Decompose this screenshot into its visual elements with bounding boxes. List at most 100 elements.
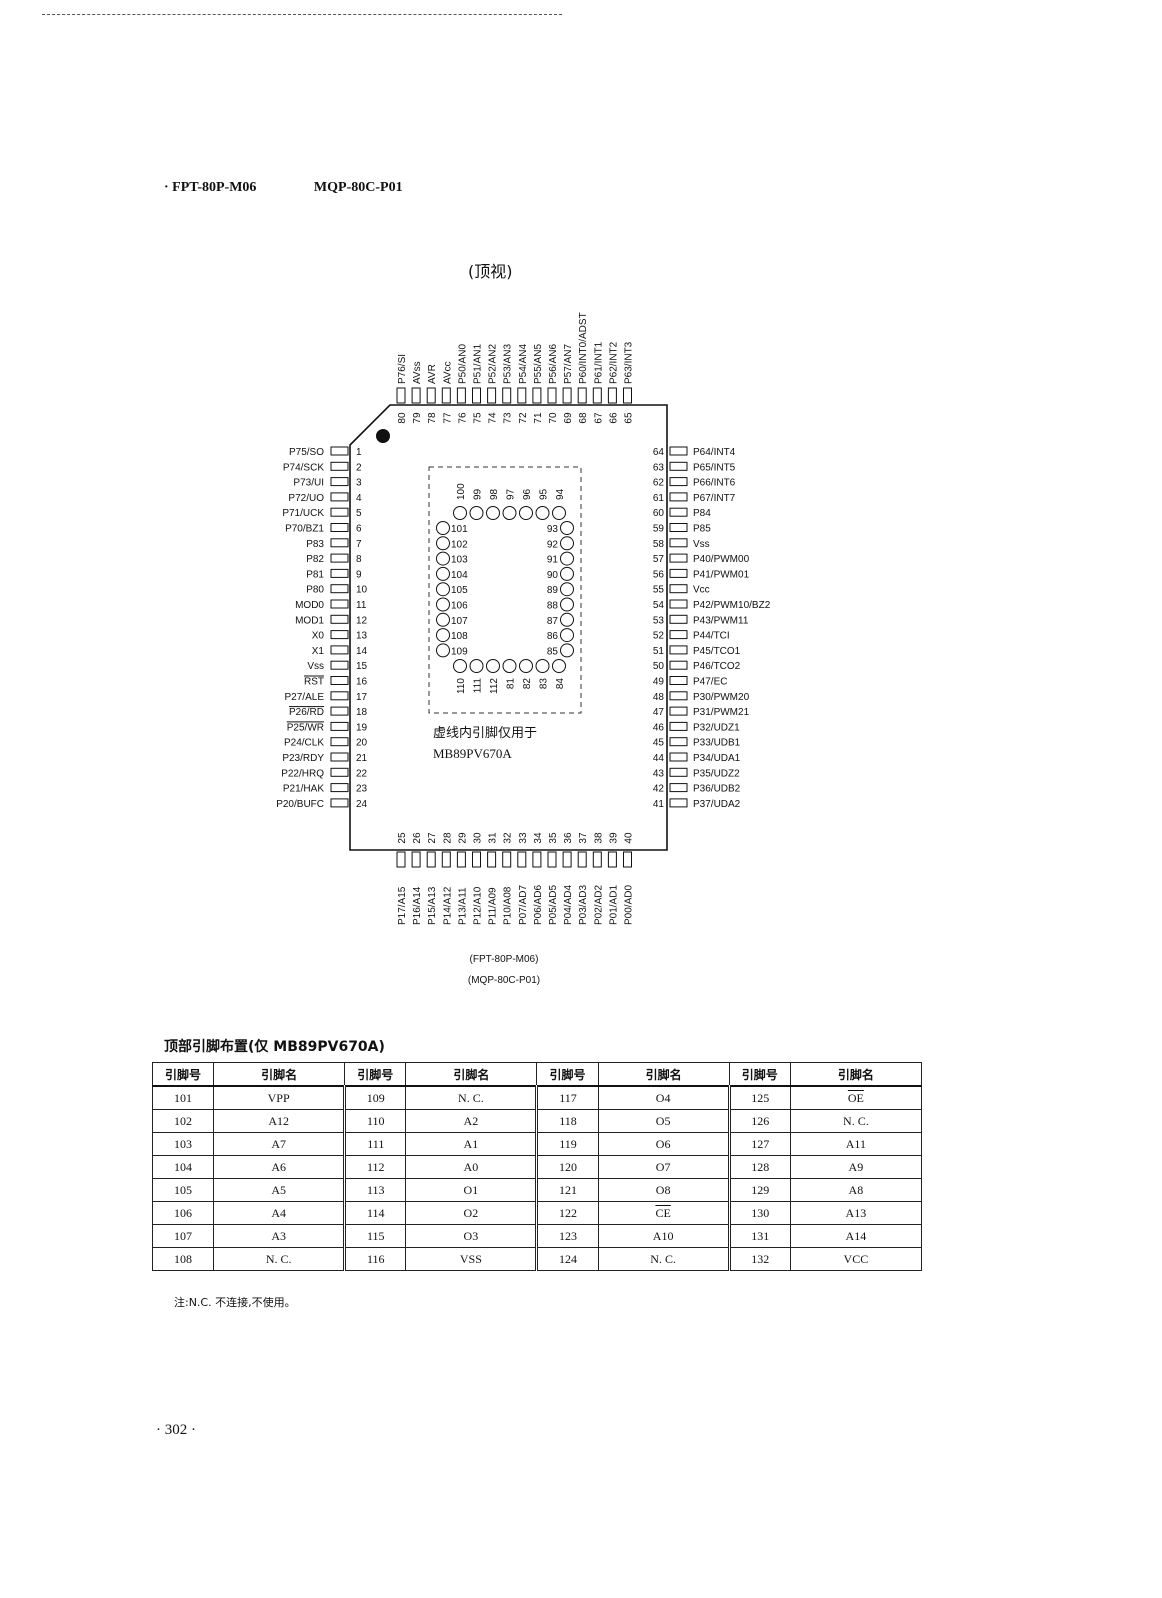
bottom-pin-number: 25 <box>397 832 408 844</box>
top-pin-number: 68 <box>578 412 589 424</box>
pin-name-cell: VCC <box>789 1247 923 1271</box>
pin-number-cell: 128 <box>727 1155 791 1179</box>
package-name-left: FPT-80P-M06 <box>172 180 257 195</box>
left-pin-number: 15 <box>356 661 368 672</box>
bottom-pin-label: P06/AD6 <box>533 885 544 925</box>
right-pin-label: P37/UDA2 <box>693 799 741 810</box>
top-pin-label: AVss <box>412 361 423 384</box>
top-pin-label: P56/AN6 <box>548 344 559 384</box>
pin-number-cell: 130 <box>727 1201 791 1225</box>
inner-pad-number: 107 <box>451 616 468 627</box>
right-pin-label: P41/PWM01 <box>693 569 750 580</box>
left-pin-number: 10 <box>356 585 368 596</box>
top-pin-number: 75 <box>473 412 484 424</box>
inner-pad-number: 105 <box>451 585 468 596</box>
bottom-pin-35 <box>547 851 557 868</box>
left-pin-number: 2 <box>356 462 362 473</box>
left-pin-number: 18 <box>356 707 368 718</box>
right-pin-number: 59 <box>653 524 665 535</box>
left-pin-3 <box>330 477 349 487</box>
right-pin-49 <box>669 676 688 685</box>
inner-pad-97 <box>502 506 517 520</box>
pin-number-cell: 115 <box>343 1224 407 1248</box>
left-pin-label: MOD1 <box>295 615 324 626</box>
inner-pad-number: 94 <box>555 488 566 500</box>
left-pin-label: MOD0 <box>295 600 324 611</box>
pin-number-cell: 112 <box>343 1155 407 1179</box>
left-pin-number: 20 <box>356 738 368 749</box>
top-pin-number: 77 <box>442 412 453 424</box>
pin-name-cell: O3 <box>405 1224 538 1248</box>
pin-name-cell: O8 <box>597 1178 730 1202</box>
right-pin-61 <box>669 492 688 502</box>
left-pin-13 <box>330 630 349 640</box>
pin-number-cell: 114 <box>343 1201 407 1225</box>
col-header-name-2: 引脚名 <box>405 1062 538 1087</box>
top-pin-label: P51/AN1 <box>473 344 484 384</box>
top-view-label: (顶视) <box>468 262 513 281</box>
inner-pad-number: 97 <box>506 488 517 500</box>
right-pin-number: 58 <box>653 539 665 550</box>
left-pin-number: 3 <box>356 478 362 489</box>
inner-pad-91 <box>560 551 574 566</box>
right-pin-62 <box>669 477 688 487</box>
right-pin-label: P31/PWM21 <box>693 707 750 718</box>
inner-pad-number: 84 <box>555 678 566 690</box>
left-pin-5 <box>330 507 349 517</box>
top-pin-number: 72 <box>518 412 529 424</box>
right-pin-label: P42/PWM10/BZ2 <box>693 600 771 611</box>
top-pin-71 <box>532 387 542 404</box>
inner-pad-107 <box>436 612 450 627</box>
inner-pad-number: 83 <box>539 678 550 690</box>
bottom-pin-30 <box>472 851 481 868</box>
left-pin-label: P82 <box>306 554 324 565</box>
pin-number-cell: 101 <box>151 1085 215 1110</box>
bottom-pin-label: P15/A13 <box>427 886 438 925</box>
bottom-pin-36 <box>562 851 572 868</box>
pin-number-cell: 104 <box>151 1155 215 1179</box>
top-pin-72 <box>517 387 527 404</box>
top-pin-74 <box>487 387 497 404</box>
top-pin-80 <box>396 387 406 404</box>
bottom-pin-number: 29 <box>457 832 468 844</box>
bottom-pin-number: 30 <box>473 832 484 844</box>
right-pin-58 <box>669 538 688 548</box>
right-pin-55 <box>669 584 688 594</box>
inner-pad-84 <box>552 659 566 673</box>
top-pin-number: 70 <box>548 412 559 424</box>
pin-number-cell: 110 <box>343 1109 407 1133</box>
bottom-pin-34 <box>532 851 542 868</box>
pin-name-cell: N. C. <box>213 1247 346 1271</box>
right-pin-label: P36/UDB2 <box>693 784 741 795</box>
left-pin-20 <box>330 737 349 747</box>
bottom-pin-label: P14/A12 <box>442 886 453 925</box>
inner-pad-number: 99 <box>473 488 484 500</box>
left-pin-number: 16 <box>356 677 368 688</box>
bottom-pin-number: 38 <box>593 832 604 844</box>
pin-number-cell: 131 <box>727 1224 791 1248</box>
right-pin-number: 61 <box>653 493 665 504</box>
bottom-pin-label: P11/A09 <box>488 887 499 925</box>
pin1-marker-dot <box>376 429 390 443</box>
top-pin-number: 67 <box>593 412 604 424</box>
top-pin-label: P54/AN4 <box>518 344 529 384</box>
bottom-pin-number: 34 <box>533 832 544 844</box>
inner-pad-109 <box>436 643 450 658</box>
top-pin-label: P63/INT3 <box>624 341 635 384</box>
pin-number-cell: 111 <box>343 1132 407 1156</box>
pin-number-cell: 105 <box>151 1178 215 1202</box>
top-pin-number: 74 <box>488 412 499 424</box>
pin-name-cell: A4 <box>213 1201 346 1225</box>
top-pin-68 <box>577 387 587 404</box>
left-pin-number: 8 <box>356 554 362 565</box>
pin-number-cell: 124 <box>535 1247 599 1271</box>
right-pin-63 <box>669 461 688 471</box>
bottom-pin-number: 40 <box>624 832 635 844</box>
inner-pad-108 <box>436 628 450 643</box>
pin-number-cell: 119 <box>535 1132 599 1156</box>
top-pin-number: 71 <box>533 412 544 424</box>
inner-pad-101 <box>436 521 450 535</box>
left-pin-number: 9 <box>356 569 362 580</box>
